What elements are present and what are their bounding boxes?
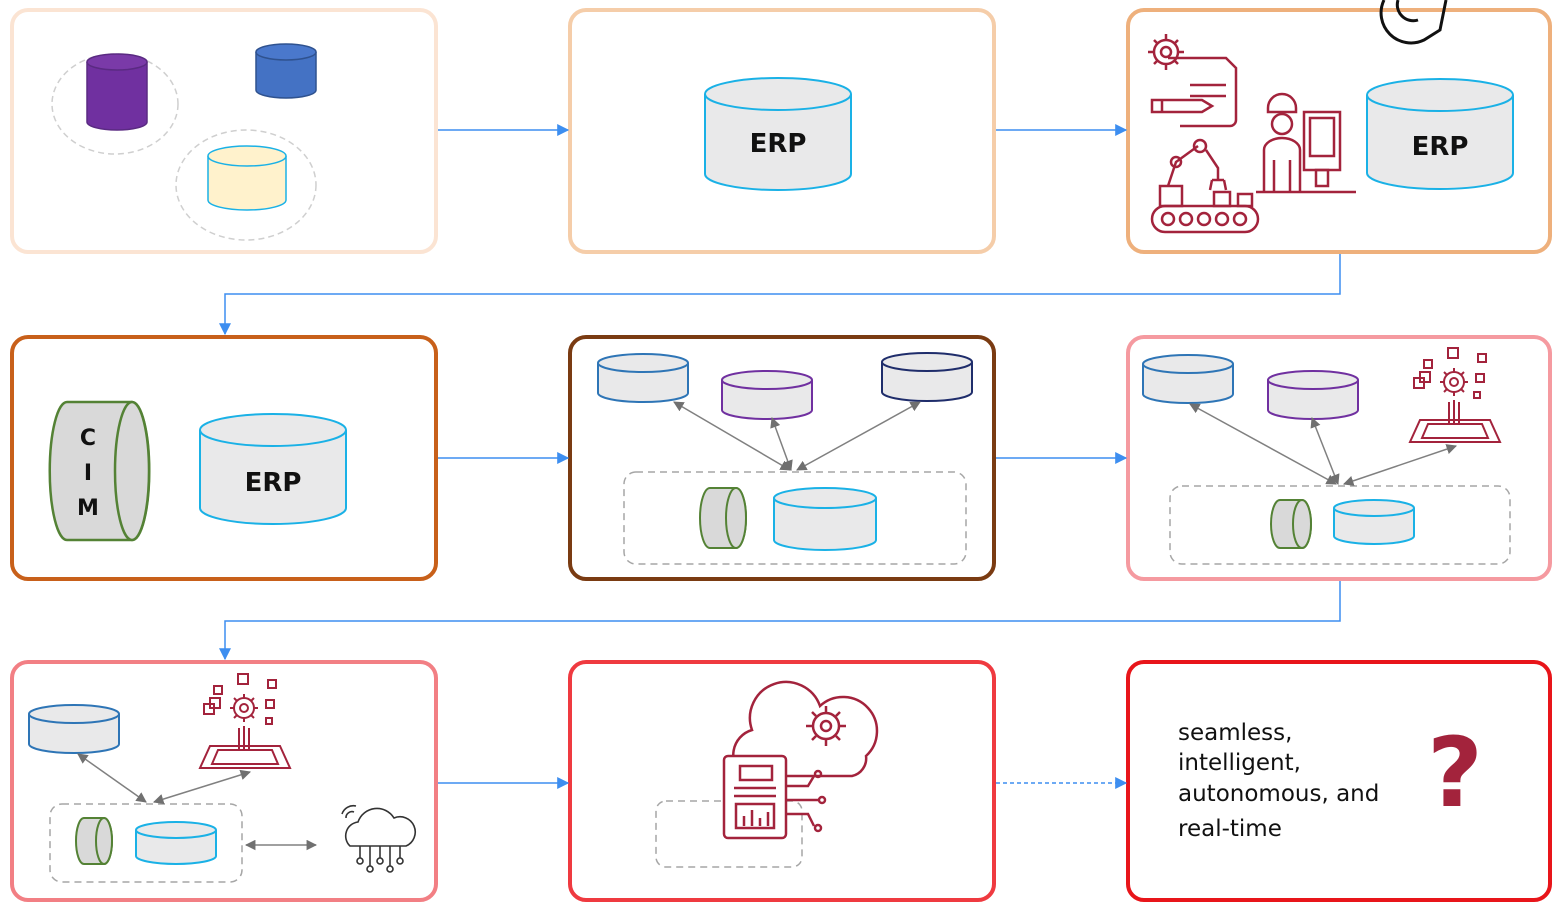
stage-1-box (10, 8, 438, 254)
iot-gear-platform-icon (1408, 347, 1502, 443)
database-icon-blue (1142, 354, 1234, 404)
stage-5-content (597, 352, 973, 565)
stage-4-content: C I M ERP (48, 400, 347, 542)
iot-cloud-icon (341, 804, 416, 873)
iot-gear-platform-icon (198, 673, 292, 769)
database-icon-purple (1267, 370, 1359, 420)
cim-cylinder-small (75, 817, 113, 865)
connector-arrow (152, 769, 252, 805)
stage-1-content (51, 43, 317, 241)
stage-9-box (1126, 660, 1552, 902)
connector-arrow (77, 753, 147, 803)
question-mark: ? (1427, 717, 1483, 829)
cim-letter-c: C (80, 426, 96, 451)
erp-label: ERP (1412, 132, 1469, 162)
erp-database-small (135, 821, 217, 865)
cim-cylinder-icon: C I M (48, 400, 151, 542)
integration-hub-box (1169, 485, 1511, 565)
stage-7-content (28, 673, 416, 883)
future-description-line-1: seamless, (1178, 720, 1292, 746)
stage-6-content (1142, 347, 1511, 565)
erp-database-icon: ERP (199, 413, 347, 525)
cim-letter-i: I (84, 461, 92, 486)
engineering-document-icon (1148, 34, 1238, 128)
future-description-line-3: autonomous, and (1178, 781, 1379, 807)
cim-cylinder-small (699, 487, 747, 549)
erp-database-small (1333, 499, 1415, 545)
robot-arm-icon (1150, 138, 1260, 234)
erp-label: ERP (750, 129, 807, 159)
connector-arrow (1310, 417, 1340, 485)
operator-terminal-icon (1256, 92, 1356, 194)
decorative-corner-icon (1379, 0, 1448, 45)
database-icon-purple (721, 370, 813, 420)
connector-arrow (796, 401, 921, 471)
erp-database-icon: ERP (1366, 78, 1514, 190)
database-icon-blue (255, 43, 317, 99)
integration-hub-box (49, 803, 243, 883)
database-icon-blue (597, 353, 689, 403)
erp-label: ERP (245, 468, 302, 498)
database-icon-blue (28, 704, 120, 754)
stage-7-box (10, 660, 438, 902)
cim-cylinder-small (1270, 499, 1312, 549)
cloud-analytics-icon (722, 680, 879, 840)
cim-letter-m: M (77, 496, 99, 521)
connector-arrow (1343, 444, 1457, 486)
silo-circle (51, 53, 179, 155)
database-icon-yellow (207, 145, 287, 211)
silo-circle (175, 129, 317, 241)
stage-8-content (655, 680, 879, 868)
stage-3-content: ERP (1148, 34, 1514, 234)
flow-arrow-3-4 (219, 254, 1341, 336)
future-description-line-4: real-time (1178, 816, 1282, 842)
connector-arrow (770, 417, 793, 471)
flow-arrow-6-7 (219, 581, 1341, 661)
stage-9-content: seamless, intelligent, autonomous, and r… (1178, 717, 1483, 842)
database-icon-purple (86, 53, 148, 131)
database-icon-navy (881, 352, 973, 402)
erp-database-small (773, 487, 877, 551)
integration-hub-box (623, 471, 967, 565)
future-description-line-2: intelligent, (1178, 750, 1301, 776)
erp-database-icon: ERP (704, 77, 852, 191)
